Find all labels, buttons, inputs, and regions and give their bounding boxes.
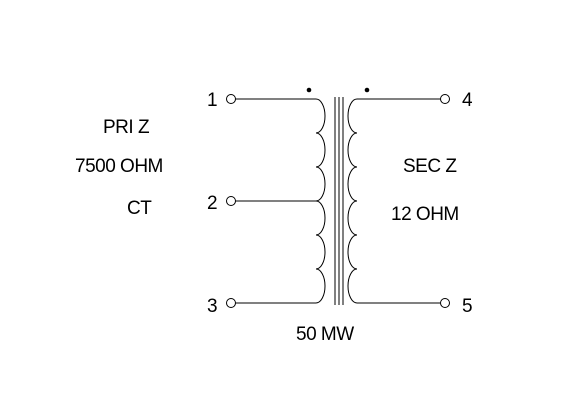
power-rating-label: 50 MW [296,324,354,345]
secondary-impedance-value: 12 OHM [391,204,459,225]
pin-1-terminal [226,94,236,104]
primary-impedance-label: PRI Z [103,117,150,138]
secondary-winding [347,98,358,304]
primary-center-tap-label: CT [127,198,152,219]
pin-1-label: 1 [207,90,218,111]
pin-3-label: 3 [207,296,218,317]
primary-impedance-value: 7500 OHM [75,156,163,177]
primary-phase-dot [306,87,312,93]
secondary-phase-dot [364,87,370,93]
pin-2-label: 2 [207,193,218,214]
secondary-impedance-label: SEC Z [403,156,457,177]
pin-4-label: 4 [462,90,473,111]
pin-5-label: 5 [462,296,473,317]
pin-3-terminal [226,298,236,308]
pin-2-terminal [226,196,236,206]
primary-winding [315,98,326,304]
pin-5-terminal [440,298,450,308]
pin-4-terminal [440,94,450,104]
